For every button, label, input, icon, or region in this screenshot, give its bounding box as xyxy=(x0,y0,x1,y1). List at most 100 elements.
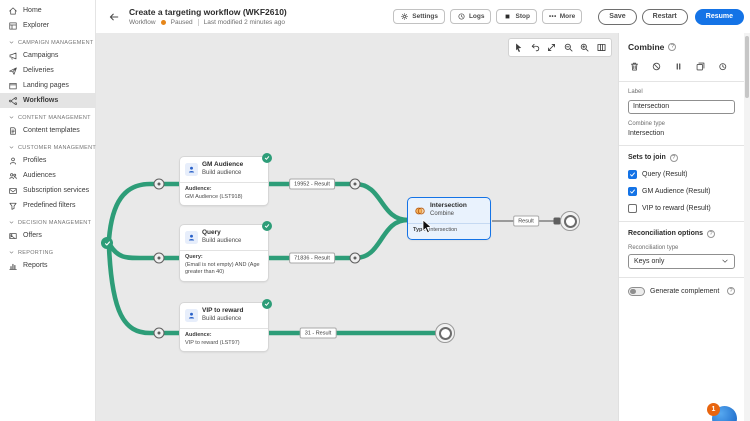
reconciliation-title: Reconciliation options xyxy=(628,230,704,237)
help-icon[interactable] xyxy=(727,287,735,295)
checkbox-label: VIP to reward (Result) xyxy=(642,204,711,212)
save-button[interactable]: Save xyxy=(598,8,637,25)
resume-button[interactable]: Resume xyxy=(694,8,744,25)
sidebar-item-reports[interactable]: Reports xyxy=(0,258,95,273)
history-button[interactable] xyxy=(716,60,729,73)
connection-anchor[interactable] xyxy=(153,327,165,339)
sidebar-item-label: Audiences xyxy=(23,172,56,179)
workflow-start-check-badge[interactable] xyxy=(101,237,113,249)
node-intersection[interactable]: Intersection Combine Type: Intersection xyxy=(408,198,490,239)
sidebar-item-label: Workflows xyxy=(23,97,59,104)
node-gm-audience[interactable]: GM Audience Build audience Audience: GM … xyxy=(180,153,272,206)
help-icon[interactable] xyxy=(669,153,678,162)
sidebar-item-landing-pages[interactable]: Landing pages xyxy=(0,78,95,93)
fit-view-button[interactable] xyxy=(594,41,608,55)
node-vip-to-reward[interactable]: VIP to reward Build audience Audience: V… xyxy=(180,299,272,352)
node-field-label: Audience: xyxy=(185,332,212,339)
end-node[interactable] xyxy=(560,211,580,231)
settings-button[interactable]: Settings xyxy=(393,9,445,24)
pointer-tool-button[interactable] xyxy=(512,41,526,55)
ban-icon xyxy=(652,62,661,71)
sidebar-section-customer-management[interactable]: CUSTOMER MANAGEMENT xyxy=(0,138,96,153)
pause-button[interactable] xyxy=(672,60,685,73)
connection-anchor[interactable] xyxy=(349,178,361,190)
reconciliation-title-row: Reconciliation options xyxy=(628,229,735,238)
end-node[interactable] xyxy=(435,323,455,343)
logs-button[interactable]: Logs xyxy=(449,9,492,24)
panel-title-row: Combine xyxy=(628,42,735,52)
disable-button[interactable] xyxy=(650,60,663,73)
sidebar-item-content-templates[interactable]: Content templates xyxy=(0,123,95,138)
left-nav-sidebar: Home Explorer CAMPAIGN MANAGEMENT Campai… xyxy=(0,0,96,421)
history-clock-icon xyxy=(458,13,465,20)
page-title: Create a targeting workflow (WKF2610) xyxy=(129,6,287,17)
node-header: Query Build audience xyxy=(180,225,268,250)
connection-anchor[interactable] xyxy=(153,252,165,264)
reconciliation-type-select[interactable]: Keys only xyxy=(628,253,735,269)
workflow-canvas[interactable]: GM Audience Build audience Audience: GM … xyxy=(96,33,618,421)
help-icon[interactable] xyxy=(668,43,677,51)
megaphone-icon xyxy=(9,52,17,60)
checkbox[interactable] xyxy=(628,169,637,179)
copy-icon xyxy=(696,62,705,71)
workflow-meta: Workflow Paused Last modified 2 minutes … xyxy=(129,19,287,27)
check-icon xyxy=(264,156,270,160)
sidebar-section-reporting[interactable]: REPORTING xyxy=(0,243,95,258)
sidebar-item-label: Reports xyxy=(23,262,48,269)
node-query[interactable]: Query Build audience Query: (Email is no… xyxy=(180,221,272,281)
section-title: REPORTING xyxy=(18,249,54,256)
stop-button[interactable]: Stop xyxy=(496,9,537,24)
sidebar-item-workflows[interactable]: Workflows xyxy=(0,93,95,108)
node-title: Intersection Combine xyxy=(430,202,467,219)
node-subtitle: Build audience xyxy=(202,238,242,245)
ellipsis-icon: ••• xyxy=(548,13,557,20)
panel-scrollbar-thumb[interactable] xyxy=(745,36,749,98)
build-audience-icon xyxy=(185,231,198,245)
checkbox[interactable] xyxy=(628,203,637,213)
connection-anchor[interactable] xyxy=(349,252,361,264)
expand-button[interactable] xyxy=(545,41,559,55)
sidebar-section-content-management[interactable]: CONTENT MANAGEMENT xyxy=(0,108,95,123)
sidebar-item-explorer[interactable]: Explorer xyxy=(0,18,95,33)
zoom-out-button[interactable] xyxy=(561,41,575,55)
transition-label-gm[interactable]: 19952 - Result xyxy=(289,178,335,190)
checkbox-row-query[interactable]: Query (Result) xyxy=(628,169,735,179)
sidebar-item-deliveries[interactable]: Deliveries xyxy=(0,63,95,78)
sidebar-item-offers[interactable]: Offers xyxy=(0,228,95,243)
sidebar-item-profiles[interactable]: Profiles xyxy=(0,153,95,168)
back-button[interactable] xyxy=(106,9,122,25)
undo-button[interactable] xyxy=(528,41,542,55)
help-icon[interactable] xyxy=(707,229,716,238)
transition-label-query[interactable]: 71836 - Result xyxy=(289,252,335,264)
sidebar-item-label: Offers xyxy=(23,232,42,239)
sidebar-item-campaigns[interactable]: Campaigns xyxy=(0,48,95,63)
properties-panel: Combine Label Combine type Intersection … xyxy=(618,33,744,421)
restart-button[interactable]: Restart xyxy=(641,8,688,25)
sidebar-section-decision-management[interactable]: DECISION MANAGEMENT xyxy=(0,213,95,228)
checkbox[interactable] xyxy=(628,186,637,196)
connection-anchor[interactable] xyxy=(153,178,165,190)
combine-type-value: Intersection xyxy=(628,129,665,137)
checkbox-row-vip-to-reward[interactable]: VIP to reward (Result) xyxy=(628,203,735,213)
workflow-header: Create a targeting workflow (WKF2610) Wo… xyxy=(96,0,750,33)
more-button[interactable]: ••• More xyxy=(541,9,583,24)
sidebar-item-subscription-services[interactable]: Subscription services xyxy=(0,183,95,198)
zoom-in-button[interactable] xyxy=(578,41,592,55)
connection-square-anchor[interactable] xyxy=(553,217,561,225)
transition-label-result[interactable]: Result xyxy=(513,215,539,227)
divider xyxy=(619,81,744,82)
sidebar-item-predefined-filters[interactable]: Predefined filters xyxy=(0,198,95,213)
label-input[interactable] xyxy=(628,99,735,114)
generate-complement-toggle[interactable] xyxy=(628,286,645,296)
chevron-down-icon xyxy=(9,221,14,224)
sidebar-section-campaign-management[interactable]: CAMPAIGN MANAGEMENT xyxy=(0,33,95,48)
sidebar-item-audiences[interactable]: Audiences xyxy=(0,168,95,183)
transition-label-vip[interactable]: 31 - Result xyxy=(299,327,337,339)
delete-button[interactable] xyxy=(628,60,641,73)
copy-button[interactable] xyxy=(694,60,707,73)
sidebar-item-home[interactable]: Home xyxy=(0,3,95,18)
node-subtitle: Build audience xyxy=(202,170,242,177)
checkbox-row-gm-audience[interactable]: GM Audience (Result) xyxy=(628,186,735,196)
check-icon xyxy=(104,240,110,246)
status-badge: Paused xyxy=(170,19,193,27)
